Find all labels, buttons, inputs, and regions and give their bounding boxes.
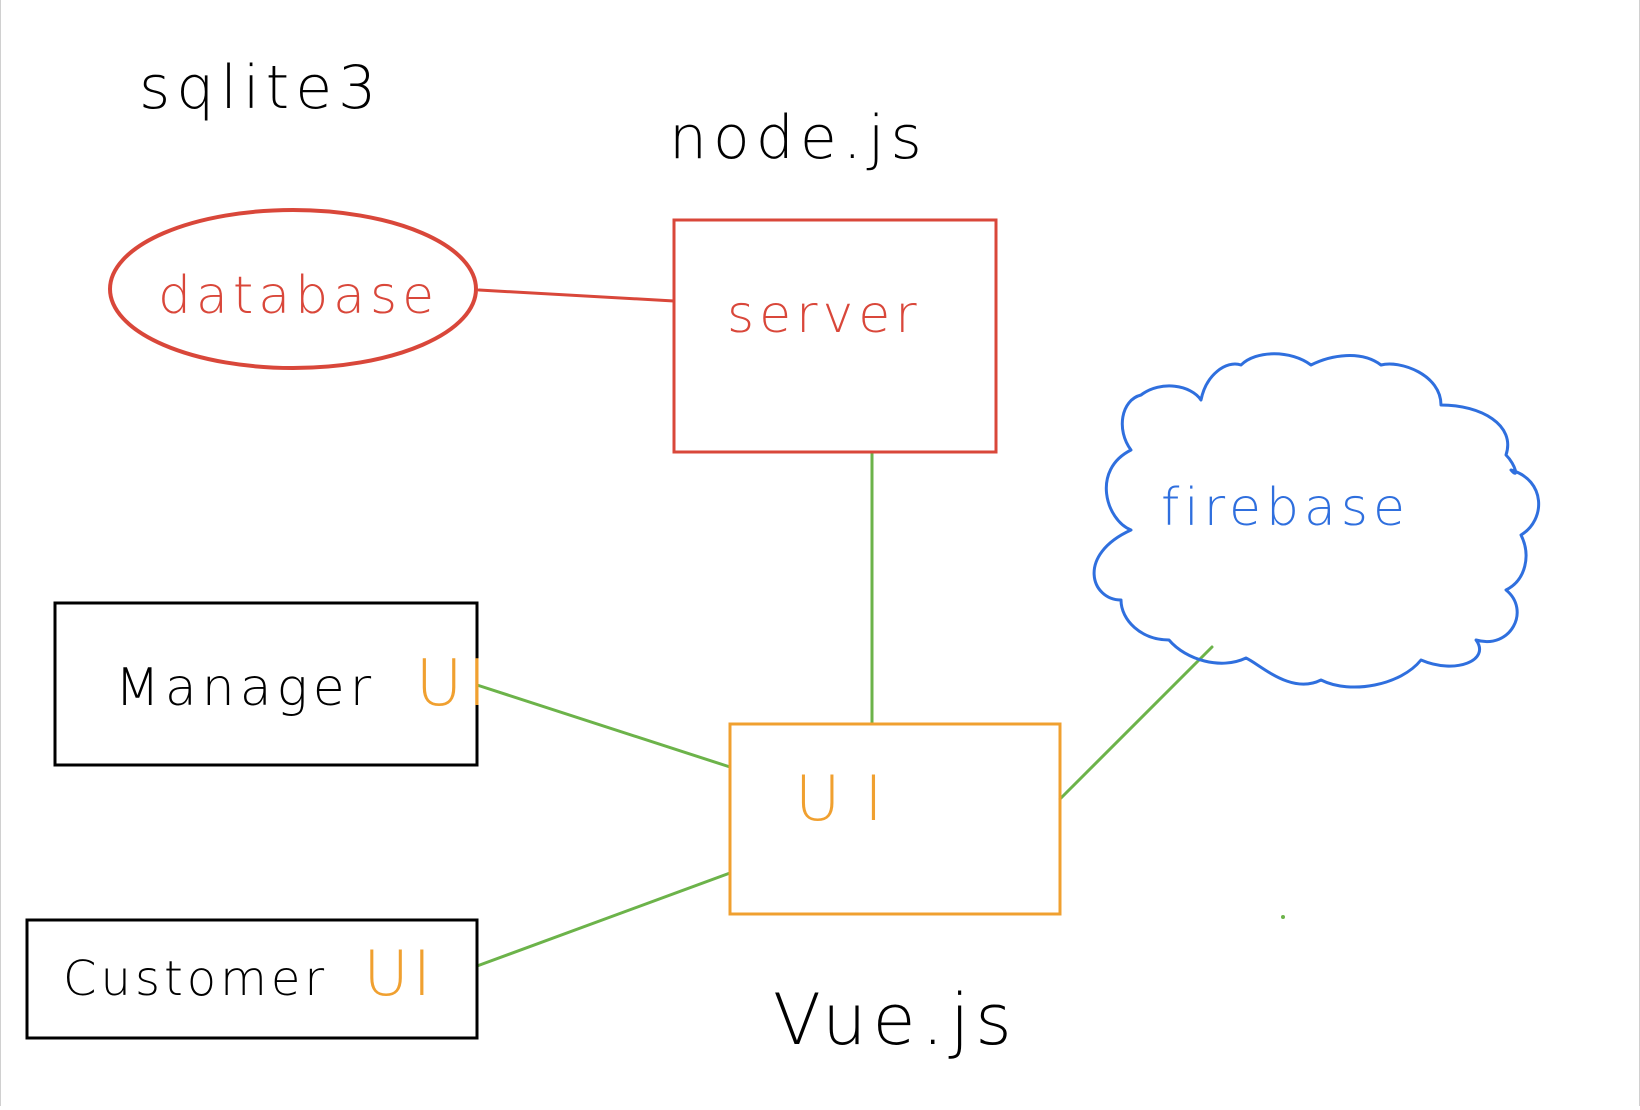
manager-ui-node: Manager UI: [53, 601, 491, 767]
server-shape: [672, 218, 998, 454]
edge-database-server: [477, 288, 676, 303]
annotation-sqlite: sqlite3: [139, 53, 382, 123]
firebase-cloud-shape: [1092, 352, 1541, 689]
annotation-node: node.js: [669, 103, 928, 173]
ui-node: UI: [728, 722, 1062, 916]
edge-manager-ui: [475, 683, 732, 769]
annotation-vue: Vue.js: [773, 979, 1018, 1061]
customer-ui-label: Customer UI: [63, 937, 435, 1010]
database-shape: [108, 208, 478, 370]
database-node: database: [108, 208, 478, 370]
ui-label: UI: [795, 762, 907, 835]
customer-label-main: Customer: [63, 951, 328, 1007]
server-label: server: [727, 285, 922, 345]
customer-label-accent: UI: [363, 937, 435, 1010]
customer-ui-shape: [25, 918, 479, 1040]
server-node: server: [672, 218, 998, 454]
customer-ui-node: Customer UI: [25, 918, 479, 1040]
edge-firebase-ui: [1058, 645, 1214, 801]
manager-ui-label: Manager UI: [115, 647, 491, 721]
firebase-label: firebase: [1161, 478, 1410, 538]
firebase-node: firebase: [1092, 352, 1541, 689]
manager-ui-shape: [53, 601, 479, 767]
edge-customer-ui: [475, 871, 732, 968]
ui-shape: [728, 722, 1062, 916]
manager-label-main: Manager: [115, 658, 376, 718]
database-label: database: [158, 266, 439, 326]
stray-dot: [1281, 915, 1285, 919]
manager-label-accent: UI: [416, 647, 492, 721]
